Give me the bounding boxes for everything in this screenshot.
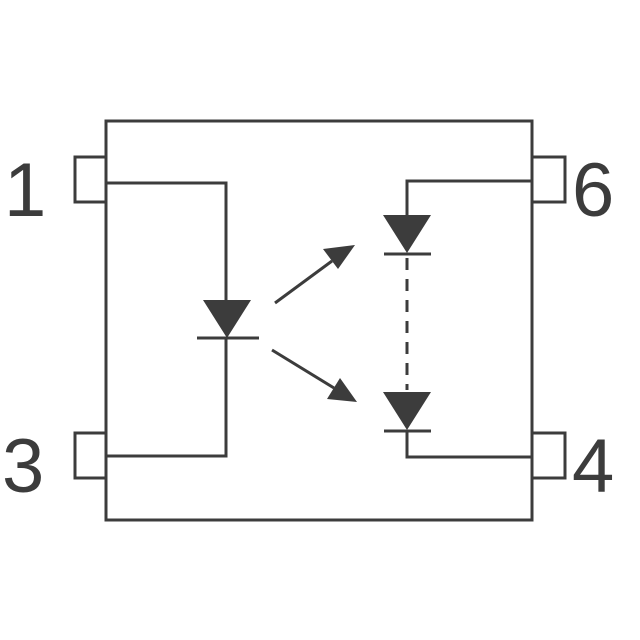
photodiode-top-wire — [405, 179, 532, 215]
photodiode-lower-triangle — [383, 392, 431, 430]
pin-6-tab — [530, 155, 567, 204]
pin-3-tab — [73, 431, 108, 480]
pin-4-label: 4 — [572, 424, 614, 509]
emission-arrow-lower — [271, 348, 357, 402]
led-diode-triangle — [203, 300, 251, 338]
photodiode-upper-triangle — [383, 215, 431, 253]
led-anode-wire — [106, 181, 228, 300]
pin-1-label: 1 — [4, 148, 46, 233]
pin-6-label: 6 — [572, 148, 614, 233]
emission-arrow-upper — [274, 245, 355, 305]
package-body — [104, 119, 534, 522]
pin-1-tab — [73, 155, 108, 204]
pin-3-label: 3 — [2, 424, 44, 509]
photodiode-bottom-wire — [405, 431, 532, 459]
pin-4-tab — [530, 431, 567, 480]
led-cathode-wire — [106, 338, 228, 458]
